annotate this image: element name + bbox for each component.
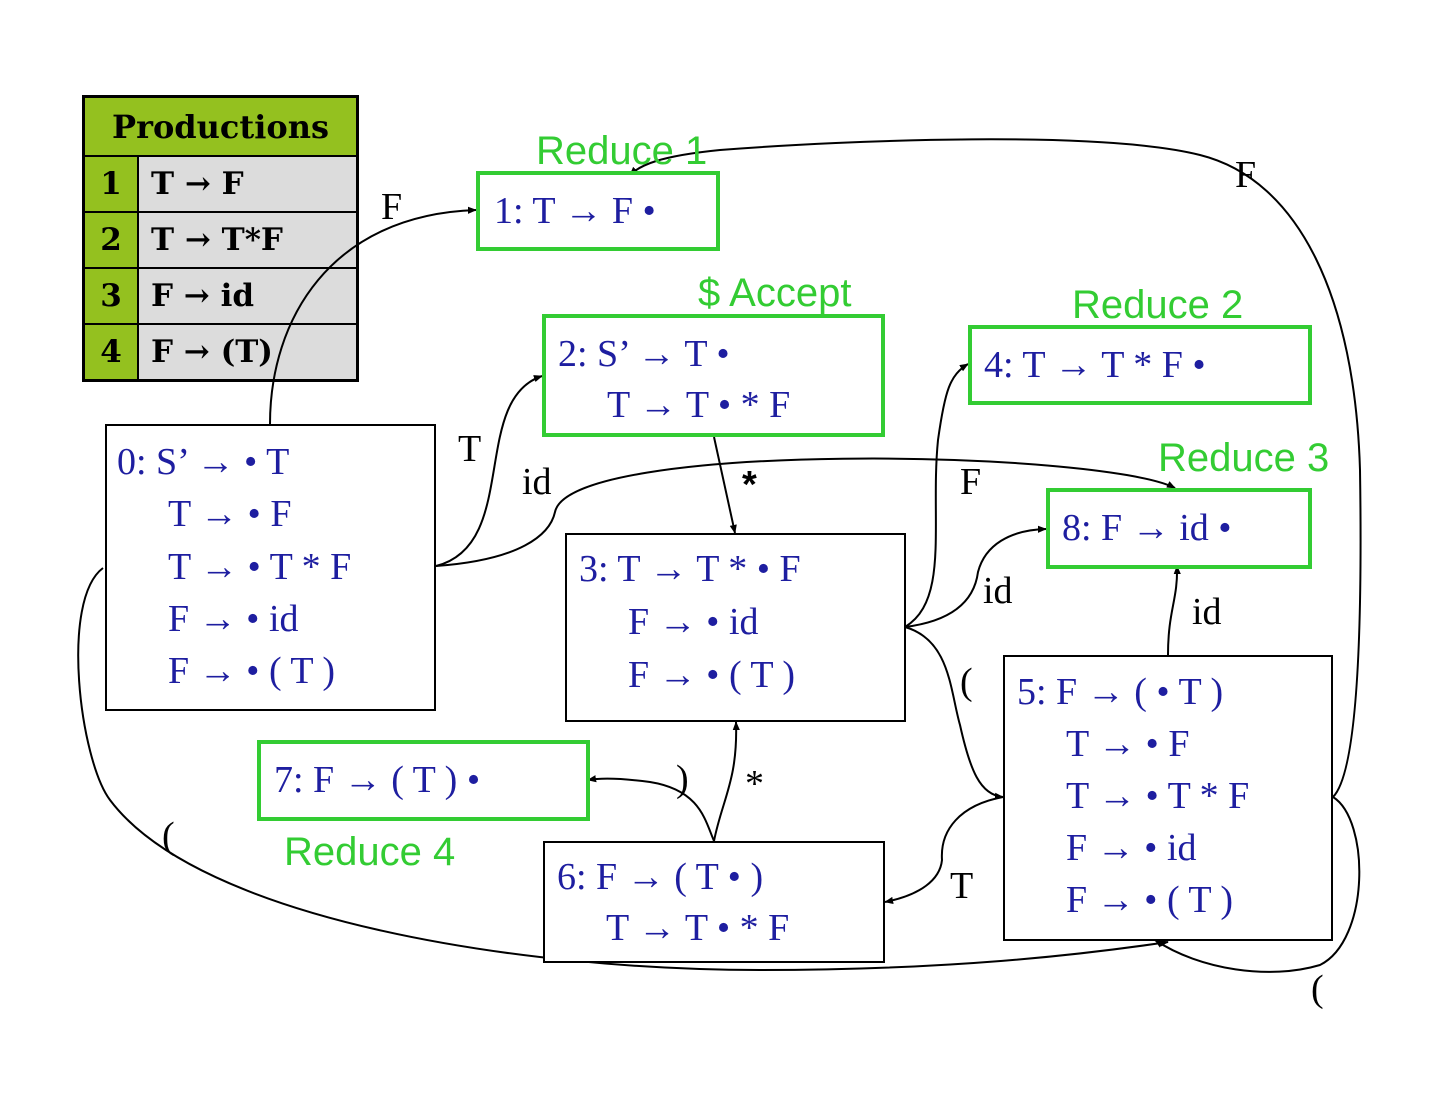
item-line: T → T • * F [607,384,791,426]
item-line: T → • F [168,493,292,535]
item-line: T → T • * F [606,907,790,949]
edge-label-s6-s7: ) [676,758,689,800]
edge-s3-s5 [904,626,1004,800]
item-line: F → • id [168,598,299,640]
edge-label-s5-s1: F [1235,154,1257,196]
state-1: 1: T → F • [476,171,720,251]
edge-s0-s8 [435,457,1176,567]
edge-label-s6-s3: * [745,763,764,805]
production-rule: F → id [137,267,359,325]
production-number: 4 [82,323,139,382]
edge-s5-s8 [1167,565,1181,656]
production-number: 2 [82,211,139,269]
item-line: F → • ( T ) [628,654,796,696]
edge-s6-s7 [587,775,715,842]
productions-header: Productions [82,95,359,157]
edge-label-s3-s5: ( [960,661,973,703]
production-number: 3 [82,267,139,325]
item-line: T → • T * F [168,546,352,588]
item-line: T → • T * F [1066,775,1250,817]
item-line: 0: S’ → • T [117,441,290,483]
edge-s3-s8 [904,525,1047,628]
state-3: 3: T → T * • F F → • id F → • ( T ) [565,533,906,722]
production-rule: F → (T) [137,323,359,382]
item-line: 2: S’ → T • [558,333,730,375]
item-line: 3: T → T * • F [579,548,801,590]
item-line: F → • ( T ) [168,650,336,692]
production-rule: T → F [137,155,359,213]
state-4: 4: T → T * F • [968,325,1312,405]
edge-label-s3-s8: id [983,570,1013,612]
item-line: 6: F → ( T • ) [557,856,764,898]
productions-table: Productions 1 T → F 2 T → T*F 3 F → id 4… [82,95,359,382]
production-number: 1 [82,155,139,213]
caption-reduce-3: Reduce 3 [1158,436,1330,480]
item-line: 8: F → id • [1062,507,1232,549]
item-line: 1: T → F • [494,190,656,232]
state-0: 0: S’ → • T T → • F T → • T * F F → • id… [105,424,436,711]
item-line: 4: T → T * F • [984,344,1206,386]
edge-s5-s1 [629,138,1362,798]
item-line: 5: F → ( • T ) [1017,671,1224,713]
edge-label-s0-s1: F [381,186,403,228]
production-rule: T → T*F [137,211,359,269]
state-7: 7: F → ( T ) • [257,740,590,821]
caption-reduce-4: Reduce 4 [284,830,456,874]
edge-label-s0-s2: T [458,428,482,470]
edge-s0-s1 [269,206,477,425]
edge-s5-s6 [884,796,1004,904]
item-line: F → • id [1066,827,1197,869]
item-line: 7: F → ( T ) • [274,759,481,801]
caption-reduce-1: Reduce 1 [536,129,708,173]
edge-s6-s3 [713,721,740,842]
edge-label-s0-s8: id [522,461,552,503]
item-line: T → • F [1066,723,1190,765]
caption-accept: $ Accept [698,271,852,315]
edge-label-s2-s3: * [742,464,757,506]
edge-s5-s5 [1154,796,1361,973]
edge-label-s3-s4: F [960,461,982,503]
edge-label-s0-s5: ( [162,815,175,857]
state-6: 6: F → ( T • ) T → T • * F [543,841,885,963]
edge-label-s5-s6: T [950,865,974,907]
edge-s2-s3 [713,436,737,534]
edge-s3-s4 [904,363,969,628]
state-8: 8: F → id • [1046,488,1312,569]
edge-s0-s5 [77,567,1169,972]
item-line: F → • ( T ) [1066,879,1234,921]
edge-label-s5-s8: id [1192,591,1222,633]
state-5: 5: F → ( • T ) T → • F T → • T * F F → •… [1003,655,1333,941]
edge-label-s5-s5: ( [1311,968,1324,1010]
caption-reduce-2: Reduce 2 [1072,283,1244,327]
item-line: F → • id [628,601,759,643]
state-2: 2: S’ → T • T → T • * F [542,314,885,437]
edge-s0-s2 [435,375,543,567]
